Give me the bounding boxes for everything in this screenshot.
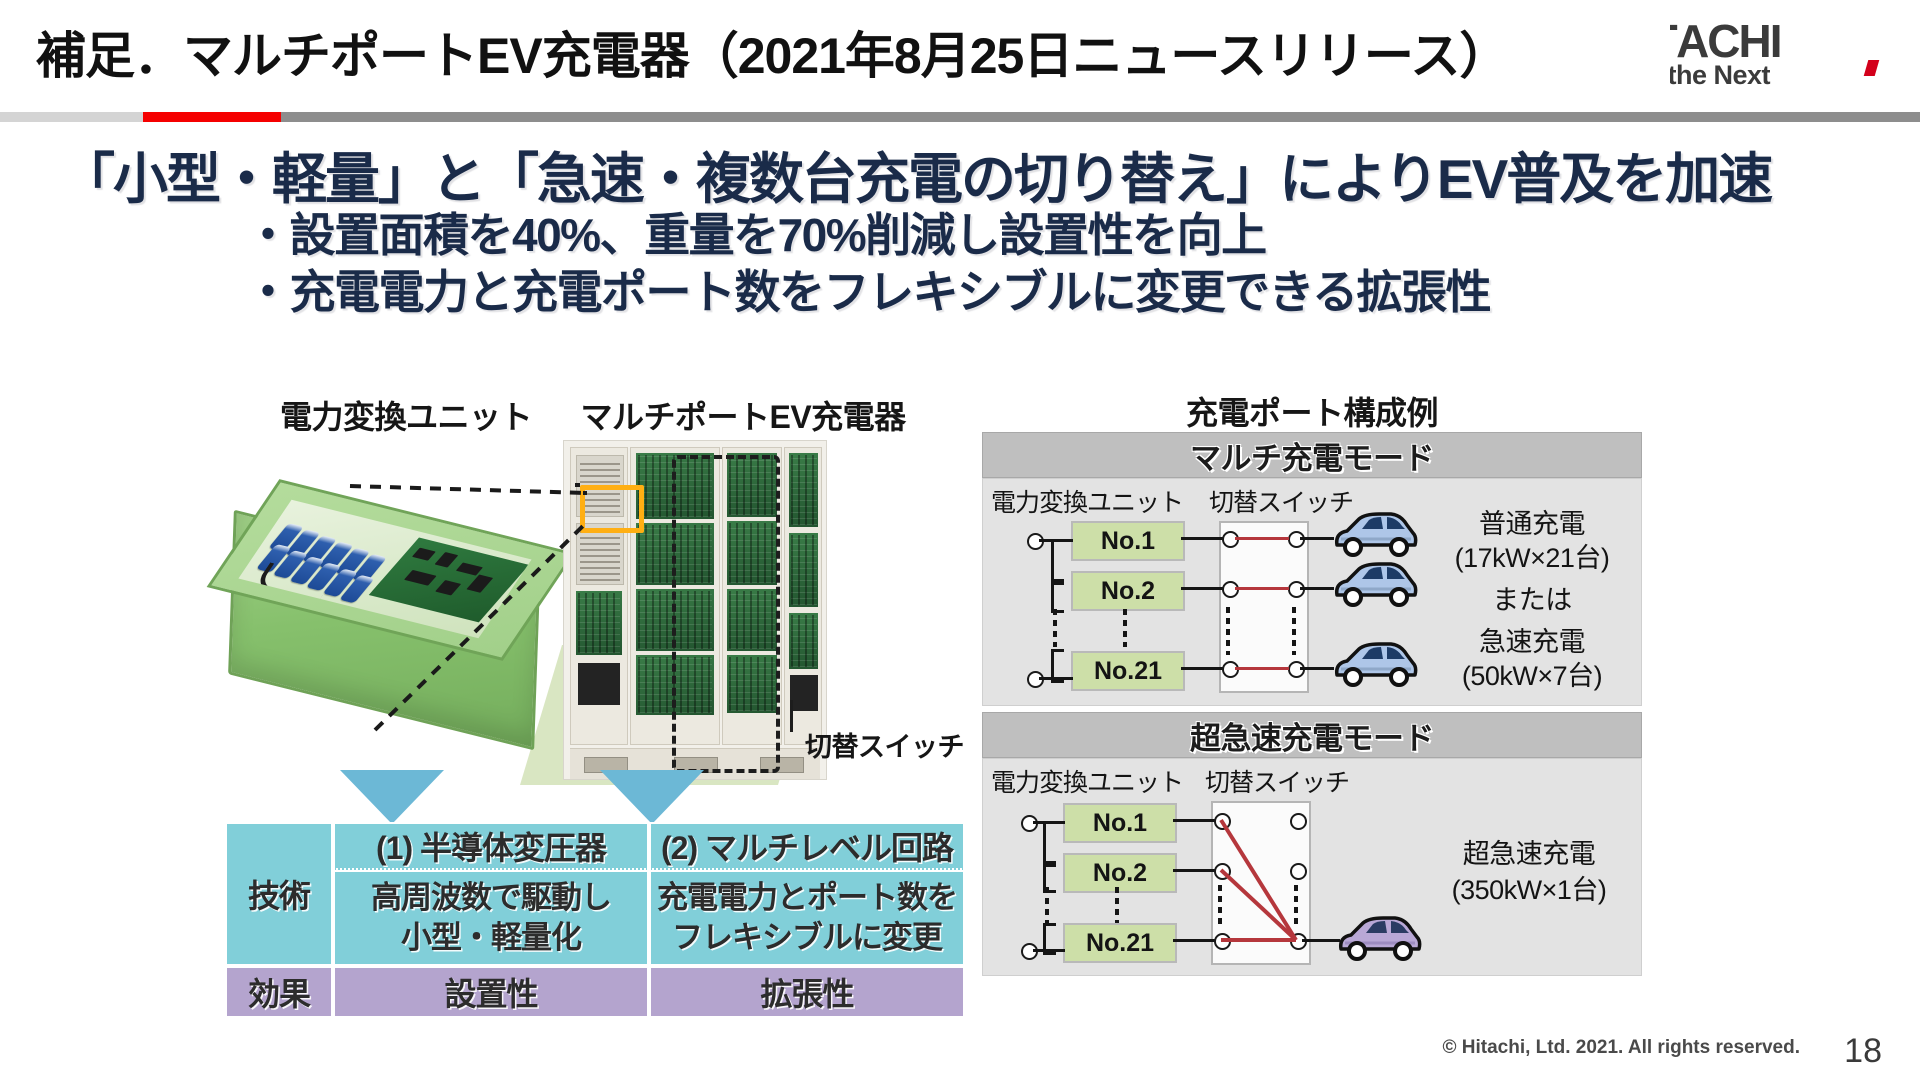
multiport-charger-cabinet-photo	[563, 440, 827, 780]
switch-label-leader-line	[790, 700, 793, 732]
header-rule-red	[143, 112, 281, 122]
unit-box: No.2	[1071, 571, 1185, 611]
result-line: または	[1492, 585, 1572, 615]
logo-accent-mark	[1863, 60, 1880, 76]
unit-box: No.1	[1071, 521, 1185, 561]
bullet-list: ・設置面積を40%、重量を70%削減し設置性を向上 ・充電電力と充電ポート数をフ…	[245, 207, 1492, 321]
product-photo-group	[206, 430, 827, 810]
tech-desc-line: 小型・軽量化	[401, 920, 582, 955]
diagram-label-switch: 切替スイッチ	[1209, 489, 1354, 517]
bullet-item: ・設置面積を40%、重量を70%削減し設置性を向上	[245, 209, 1267, 261]
pointer-triangle	[600, 770, 704, 824]
tech-desc-line: 充電電力とポート数を	[657, 880, 958, 915]
table-row: 技術 (1) 半導体変圧器 高周波数で駆動し 小型・軽量化 (2) マルチレベル…	[225, 822, 965, 966]
label-power-conversion-unit: 電力変換ユニット	[280, 399, 533, 435]
table-header-technology: 技術	[225, 822, 333, 966]
diagram-label-switch: 切替スイッチ	[1205, 769, 1350, 797]
tech-desc-line: フレキシブルに変更	[672, 920, 943, 955]
result-line: 普通充電	[1479, 509, 1586, 539]
tech-desc-line: 高周波数で駆動し	[371, 880, 612, 915]
effect-value: 拡張性	[649, 966, 965, 1018]
tech-description: 高周波数で駆動し 小型・軽量化	[333, 870, 649, 966]
mode-diagram-multi-charge: 電力変換ユニット 切替スイッチ No.1 No.2 No.21	[982, 478, 1642, 706]
diagram-label-unit: 電力変換ユニット	[991, 489, 1184, 517]
page-title: 補足．マルチポートEV充電器（2021年8月25日ニュースリリース）	[36, 28, 1509, 84]
switch-node-right	[1290, 813, 1307, 830]
bullet-item: ・充電電力と充電ポート数をフレキシブルに変更できる拡張性	[245, 266, 1492, 318]
unit-box: No.21	[1071, 651, 1185, 691]
car-icon	[1334, 562, 1418, 607]
table-col-1: (1) 半導体変圧器 高周波数で駆動し 小型・軽量化	[333, 822, 649, 966]
panel-title: 充電ポート構成例	[1185, 395, 1439, 431]
switch-callout-label: 切替スイッチ	[805, 732, 965, 762]
logo-tagline: e the Next	[1670, 60, 1771, 90]
cabinet-column	[722, 447, 782, 745]
pointer-triangle	[340, 770, 444, 824]
result-line: (50kW×7台)	[1461, 661, 1603, 691]
technology-effect-table: 技術 (1) 半導体変圧器 高周波数で駆動し 小型・軽量化 (2) マルチレベル…	[225, 822, 965, 1018]
mode-bar-multi-charge: マルチ充電モード	[982, 432, 1642, 478]
result-line: 急速充電	[1479, 627, 1586, 657]
result-line: (350kW×1台)	[1451, 875, 1607, 905]
page-number: 18	[1844, 1032, 1882, 1070]
power-conversion-unit-photo	[206, 479, 585, 751]
effect-value: 設置性	[333, 966, 649, 1018]
unit-box: No.2	[1063, 853, 1177, 893]
header-rule-grey-left	[0, 112, 143, 122]
zoom-highlight-box	[580, 485, 644, 533]
tech-description: 充電電力とポート数を フレキシブルに変更	[649, 870, 965, 966]
hitachi-logo: ГACHI e the Next	[1670, 14, 1920, 94]
cabinet-column-switch	[784, 447, 822, 745]
charging-port-config-panel: 充電ポート構成例 マルチ充電モード 電力変換ユニット 切替スイッチ No.1 N…	[982, 395, 1642, 1020]
car-icon	[1334, 512, 1418, 557]
switch-unit-dashed-frame	[672, 455, 780, 773]
table-col-2: (2) マルチレベル回路 充電電力とポート数を フレキシブルに変更	[649, 822, 965, 966]
car-icon	[1334, 642, 1418, 687]
headline: 「小型・軽量」と「急速・複数台充電の切り替え」によりEV普及を加速	[60, 148, 1773, 210]
table-header-effect: 効果	[225, 966, 333, 1018]
unit-box: No.1	[1063, 803, 1177, 843]
diagram-label-unit: 電力変換ユニット	[991, 769, 1184, 797]
result-line: 超急速充電	[1462, 839, 1596, 869]
tech-title: (2) マルチレベル回路	[649, 822, 965, 870]
copyright-text: © Hitachi, Ltd. 2021. All rights reserve…	[1442, 1037, 1800, 1058]
unit-box: No.21	[1063, 923, 1177, 963]
table-row: 効果 設置性 拡張性	[225, 966, 965, 1018]
photo-label-row: 電力変換ユニット マルチポートEV充電器	[280, 392, 906, 438]
logo-wordmark: ГACHI	[1670, 15, 1783, 67]
label-multiport-ev-charger: マルチポートEV充電器	[580, 399, 906, 435]
header-rule-grey-right	[281, 112, 1920, 122]
switch-connection-lines	[1219, 818, 1298, 942]
switch-node-right	[1290, 863, 1307, 880]
car-icon	[1338, 916, 1422, 961]
tech-title: (1) 半導体変圧器	[333, 822, 649, 870]
mode-bar-ultra-fast-charge: 超急速充電モード	[982, 712, 1642, 758]
result-line: (17kW×21台)	[1454, 543, 1610, 573]
mode-diagram-ultra-fast: 電力変換ユニット 切替スイッチ No.1 No.2 No.21	[982, 758, 1642, 976]
